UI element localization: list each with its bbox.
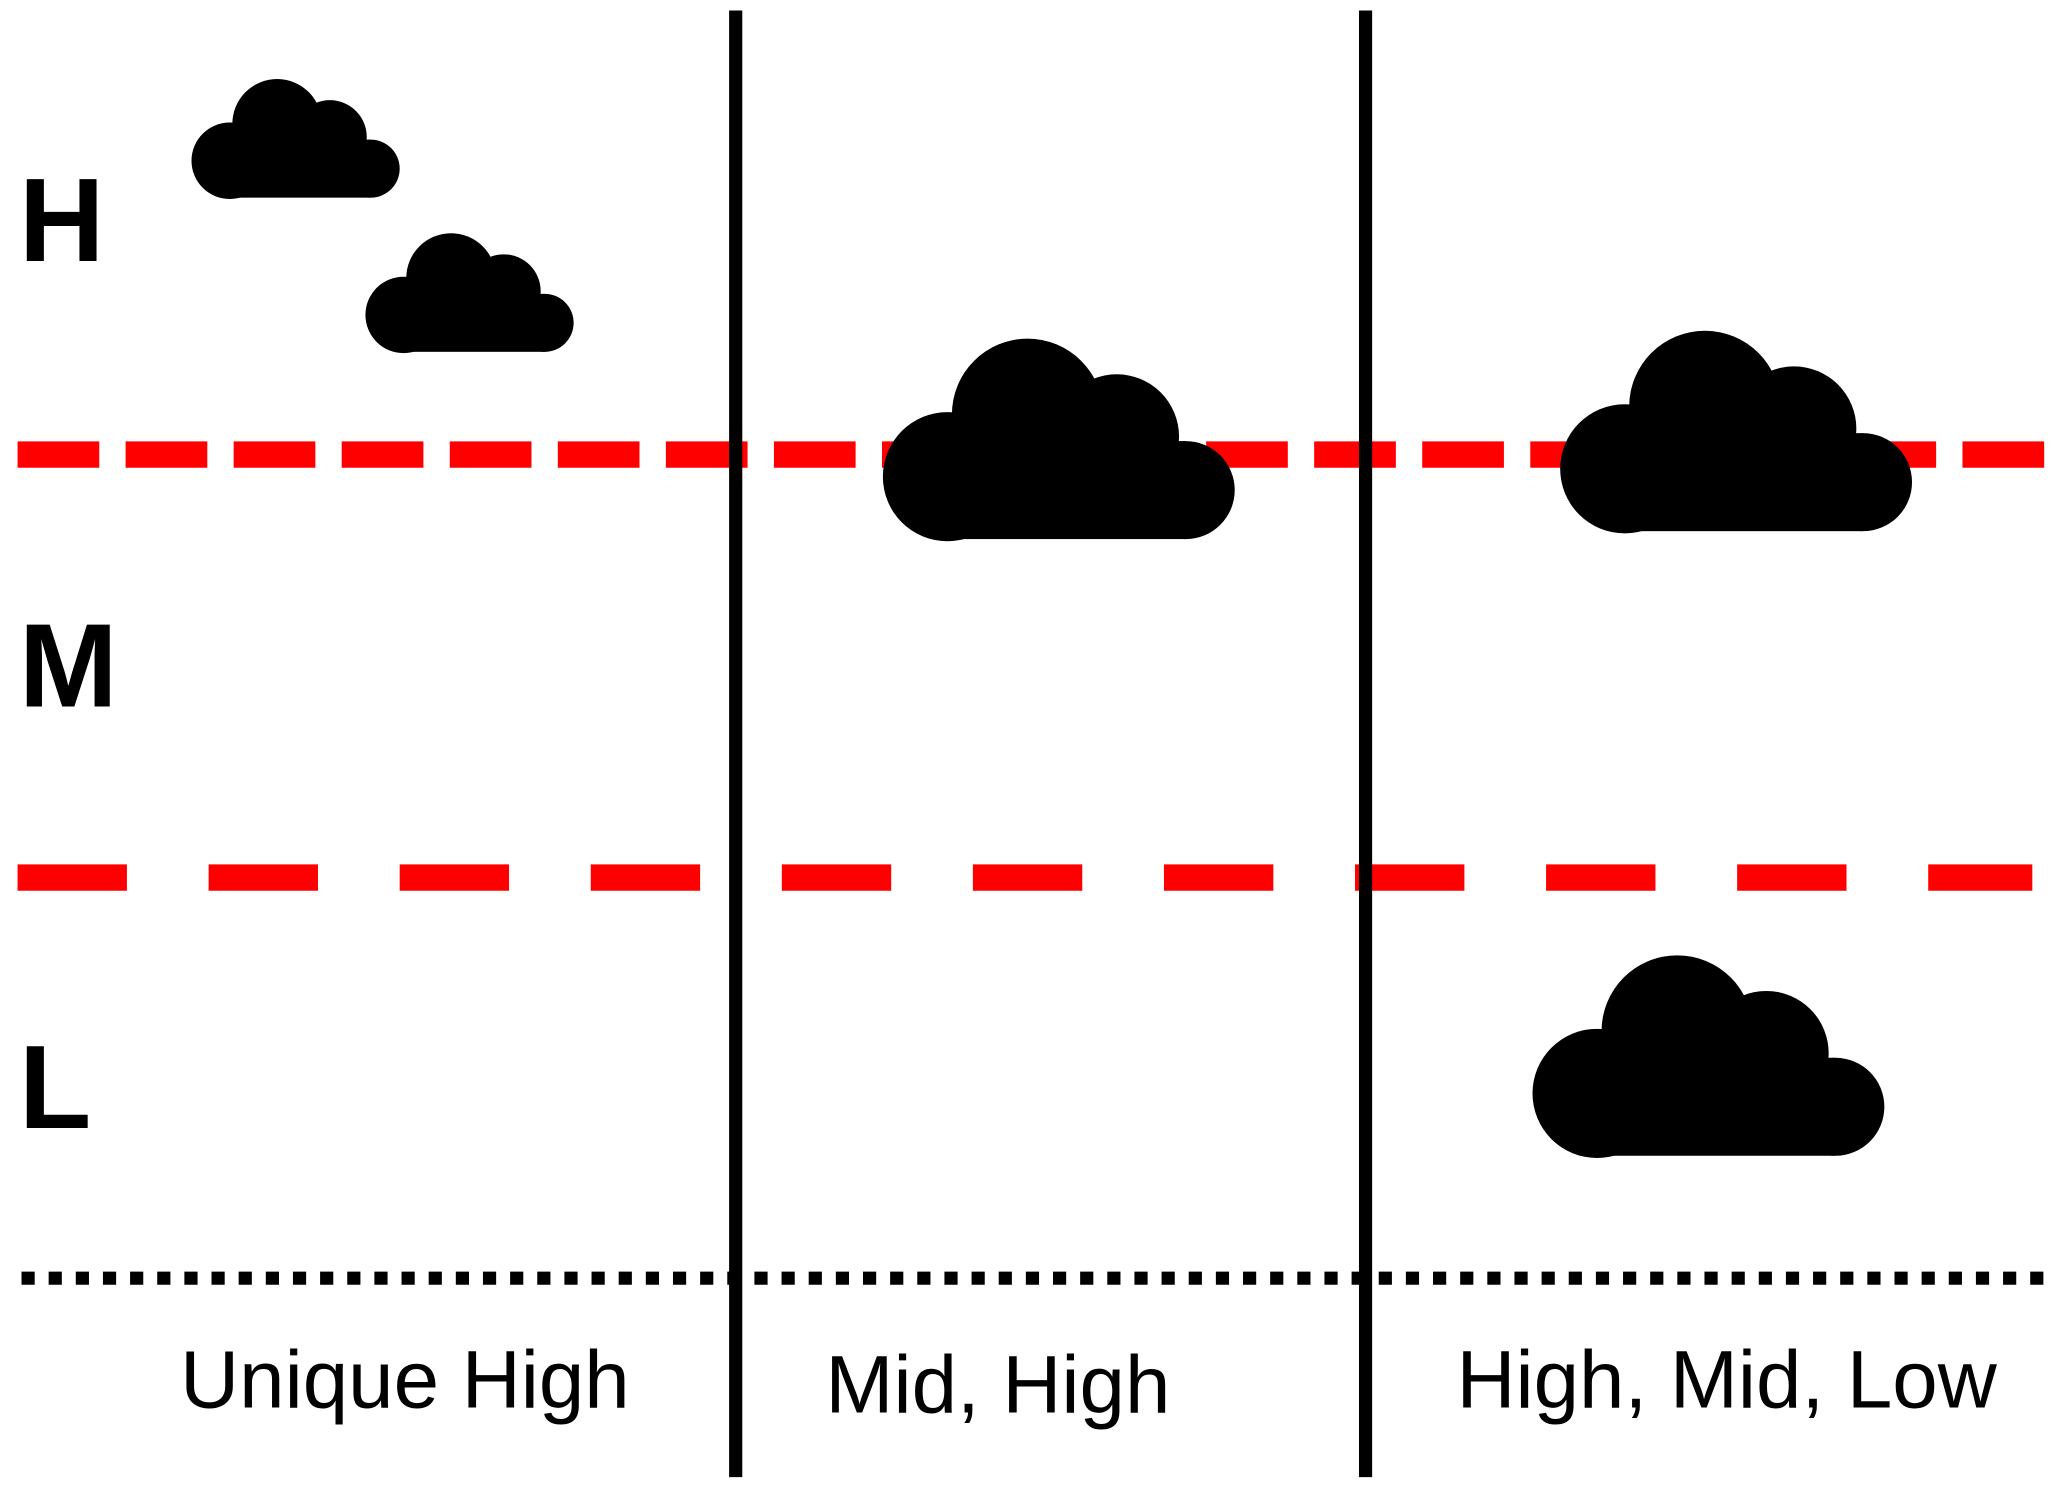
level-label-high: H xyxy=(19,155,105,287)
category-label: High, Mid, Low xyxy=(1456,1334,1997,1425)
category-label: Unique High xyxy=(180,1334,630,1425)
cloud-icon xyxy=(882,338,1235,542)
cloud-icon xyxy=(365,233,574,354)
cloud-icon xyxy=(1560,330,1913,534)
category-label: Mid, High xyxy=(825,1340,1170,1431)
level-label-low: L xyxy=(19,1022,91,1154)
cloud-icon xyxy=(1532,955,1885,1158)
cloud-icon xyxy=(191,79,400,199)
level-label-mid: M xyxy=(19,600,118,732)
